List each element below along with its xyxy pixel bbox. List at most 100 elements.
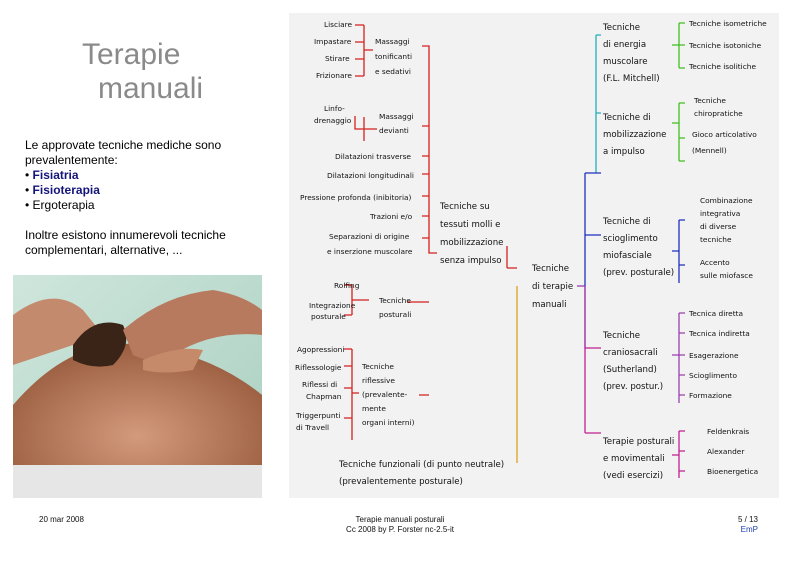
leaf-indiretta: Tecnica indiretta — [688, 329, 750, 338]
leaf-esagerazione: Esagerazione — [689, 351, 739, 360]
node-energia-2: di energia — [603, 40, 646, 50]
node-funzionali-2: (prevalentemente posturale) — [339, 477, 463, 487]
leaf-pressione-profonda: Pressione profonda (inibitoria) — [300, 193, 412, 202]
node-mobilizzazione-1: Tecniche di — [602, 113, 651, 123]
leaf-riflessologie: Riflessologie — [295, 363, 342, 372]
node-massaggi-2: tonificanti — [375, 52, 412, 61]
leaf-alexander: Alexander — [707, 447, 745, 456]
leaf-linfo: Linfo- — [324, 104, 345, 113]
node-scioglimento-3: miofasciale — [603, 251, 652, 261]
node-energia-1: Tecniche — [602, 23, 640, 33]
leaf-bioenergetica: Bioenergetica — [707, 467, 758, 476]
node-center-3: manuali — [532, 300, 567, 310]
leaf-feldenkrais: Feldenkrais — [707, 427, 749, 436]
extra-text: Inoltre esistono innumerevoli tecniche c… — [25, 228, 226, 257]
back-shape — [13, 343, 262, 498]
leaf-mennell: (Mennell) — [692, 146, 727, 155]
massage-photo — [13, 275, 262, 498]
node-massaggi-3: e sedativi — [375, 67, 411, 76]
bullet-ergoterapia: Ergoterapia — [32, 198, 95, 212]
node-tessuti-4: senza impulso — [440, 256, 502, 266]
node-cranio-4: (prev. postur.) — [603, 382, 663, 392]
leaf-combinazione-1: Combinazione — [700, 196, 753, 205]
node-scioglimento-1: Tecniche di — [602, 217, 651, 227]
bullet-char: • — [25, 183, 30, 197]
leaf-trazioni: Trazioni e/o — [369, 212, 413, 221]
hand-shape — [13, 298, 103, 365]
leaf-travell: di Travell — [296, 423, 329, 432]
node-riflessive-4: mente — [362, 404, 386, 413]
page-number: 5 / 13 — [737, 515, 758, 524]
mindmap: Lisciare Impastare Stirare Frizionare Ma… — [289, 13, 779, 498]
leaf-impastare: Impastare — [314, 37, 352, 46]
node-cranio-3: (Sutherland) — [603, 365, 657, 375]
leaf-formazione: Formazione — [689, 391, 732, 400]
node-riflessive-5: organi interni) — [362, 418, 415, 427]
node-cranio-2: craniosacrali — [603, 348, 658, 358]
arm-shape — [123, 290, 262, 360]
leaf-dilatazioni-longitudinali: Dilatazioni longitudinali — [327, 171, 414, 180]
intro-text: Le approvate tecniche mediche sono preva… — [25, 138, 222, 167]
leaf-dilatazioni-trasverse: Dilatazioni trasverse — [335, 152, 411, 161]
leaf-integrazione: Integrazione — [309, 301, 356, 310]
bullet-item: • Ergoterapia — [25, 198, 275, 213]
leaf-isometriche: Tecniche isometriche — [688, 19, 767, 28]
footer-title: Terapie manuali posturali — [355, 515, 445, 524]
bullet-item: • Fisioterapia — [25, 183, 275, 198]
leaf-agopressioni: Agopressioni — [297, 345, 344, 354]
node-tessuti-2: tessuti molli e — [440, 220, 500, 230]
node-cranio-1: Tecniche — [602, 331, 640, 341]
node-posturali-mov-2: e movimentali — [603, 454, 665, 464]
leaf-accento-2: sulle miofasce — [700, 271, 753, 280]
leaf-combinazione-4: tecniche — [700, 235, 732, 244]
footer-right: 5 / 13 EmP — [738, 515, 758, 534]
node-tessuti-1: Tecniche su — [439, 202, 490, 212]
node-riflessive-2: riflessive — [362, 376, 395, 385]
node-center-2: di terapie — [532, 282, 573, 292]
hair-shape — [73, 322, 127, 367]
leaf-isolitiche: Tecniche isolitiche — [688, 62, 756, 71]
leaf-separazioni-2: e inserzione muscolare — [327, 247, 413, 256]
bullet-fisioterapia: Fisioterapia — [32, 183, 100, 197]
node-posturali-mov-1: Terapie posturali — [602, 437, 674, 447]
bullet-char: • — [25, 198, 30, 212]
leaf-stirare: Stirare — [325, 54, 350, 63]
node-posturali-mov-3: (vedi esercizi) — [603, 471, 663, 481]
node-mobilizzazione-3: a impulso — [603, 147, 645, 157]
slide-title: Terapie manuali — [70, 38, 203, 106]
leaf-combinazione-3: di diverse — [700, 222, 737, 231]
node-devianti-1: Massaggi — [379, 112, 414, 121]
node-tessuti-3: mobilizzazione — [440, 238, 503, 248]
slide-title-line2: manuali — [98, 72, 204, 105]
node-scioglimento-2: scioglimento — [603, 234, 658, 244]
node-riflessive-3: (prevalente- — [362, 390, 408, 399]
leaf-isotoniche: Tecniche isotoniche — [688, 41, 762, 50]
author-link[interactable]: EmP — [740, 525, 758, 534]
bullet-char: • — [25, 168, 30, 182]
node-mobilizzazione-2: mobilizzazione — [603, 130, 666, 140]
leaf-accento-1: Accento — [700, 258, 730, 267]
node-devianti-2: devianti — [379, 126, 409, 135]
bullet-fisiatria: Fisiatria — [32, 168, 79, 182]
leaf-posturale: posturale — [311, 312, 346, 321]
leaf-separazioni-1: Separazioni di origine — [329, 232, 410, 241]
leaf-frizionare: Frizionare — [316, 71, 352, 80]
intro-block: Le approvate tecniche mediche sono preva… — [25, 138, 275, 258]
fingers-shape — [143, 348, 203, 373]
slide-title-line1: Terapie — [82, 38, 181, 71]
leaf-riflessi: Riflessi di — [302, 380, 337, 389]
node-posturali-2: posturali — [379, 310, 411, 319]
leaf-triggerpunti: Triggerpunti — [295, 411, 341, 420]
node-riflessive-1: Tecniche — [361, 362, 394, 371]
node-center-1: Tecniche — [531, 264, 569, 274]
node-scioglimento-4: (prev. posturale) — [603, 268, 674, 278]
node-energia-3: muscolare — [603, 57, 648, 67]
leaf-diretta: Tecnica diretta — [688, 309, 743, 318]
leaf-combinazione-2: integrativa — [700, 209, 740, 218]
bullet-item: • Fisiatria — [25, 168, 275, 183]
node-funzionali-1: Tecniche funzionali (di punto neutrale) — [338, 460, 504, 470]
towel-shape — [13, 465, 262, 498]
leaf-gioco: Gioco articolativo — [692, 130, 757, 139]
leaf-rolfing: Rolfing — [334, 281, 360, 290]
node-energia-4: (F.L. Mitchell) — [603, 74, 660, 84]
